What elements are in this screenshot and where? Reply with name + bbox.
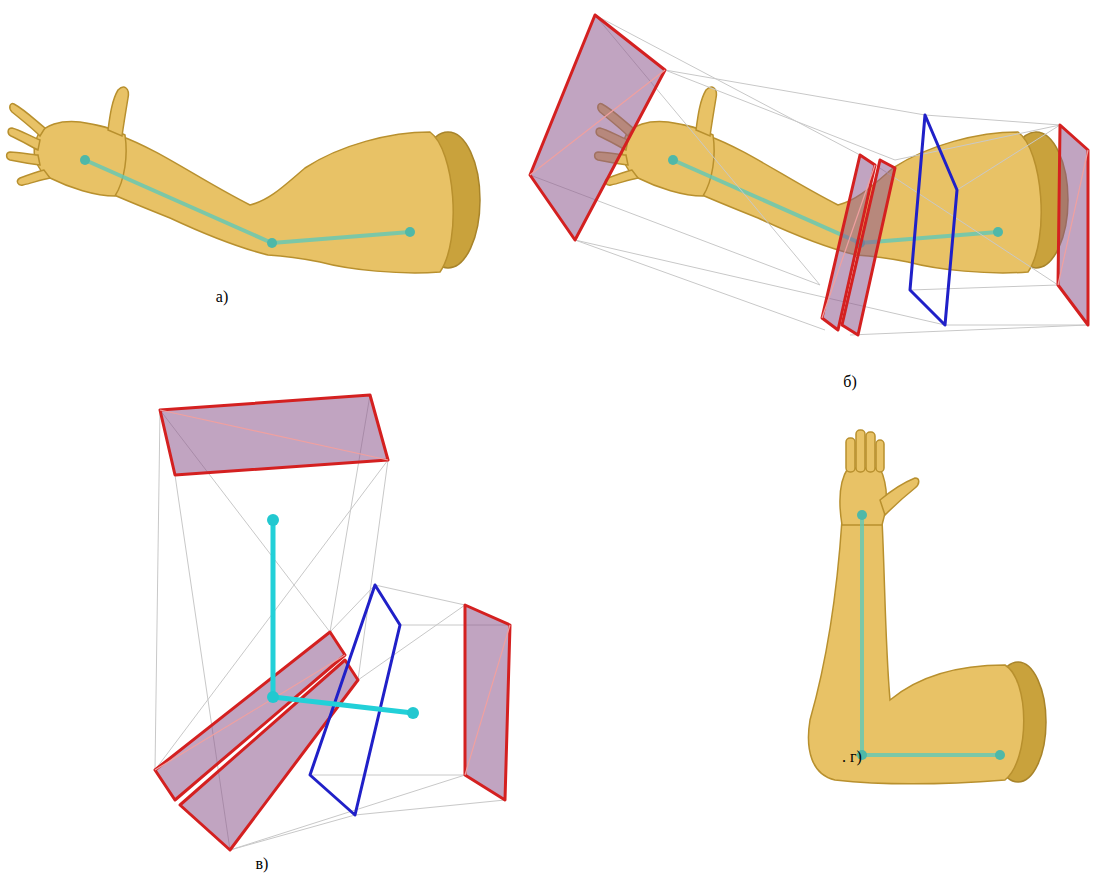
deformed-cage (155, 395, 510, 850)
bent-arm-model (808, 430, 1046, 784)
arm-with-cage (530, 15, 1088, 335)
arm-model (7, 87, 480, 273)
panel-label: а) (216, 288, 228, 306)
panel-label: . г) (842, 748, 862, 766)
panel-label: в) (256, 855, 269, 873)
panel-label: б) (843, 373, 856, 391)
